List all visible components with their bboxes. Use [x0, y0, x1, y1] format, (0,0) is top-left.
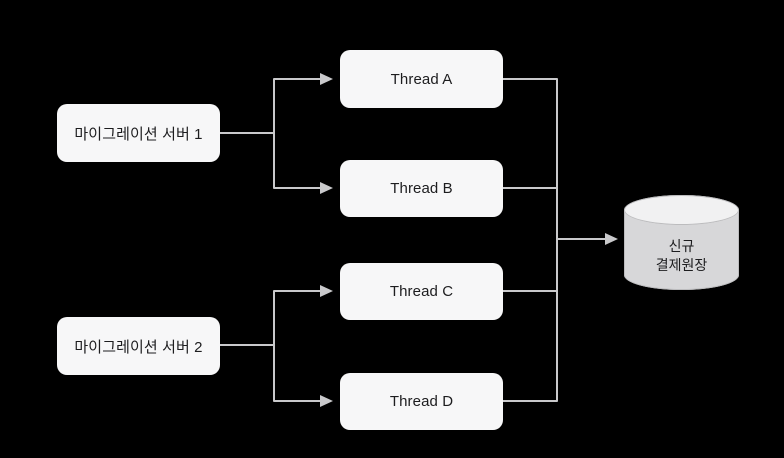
node-migration-server-2-label: 마이그레이션 서버 2	[74, 338, 203, 356]
arrowhead-threadC	[320, 285, 333, 297]
node-new-payment-ledger-label: 신규 결제원장	[655, 238, 708, 273]
arrowhead-threadB	[320, 182, 333, 194]
node-thread-c-label: Thread C	[389, 283, 454, 300]
arrowhead-threadA	[320, 73, 333, 85]
edge-server1-fork	[220, 78, 321, 189]
arrowhead-database	[605, 233, 618, 245]
node-thread-a-label: Thread A	[390, 70, 453, 88]
node-thread-b-label: Thread B	[390, 180, 453, 197]
node-new-payment-ledger-database: 신규 결제원장	[624, 195, 739, 290]
database-cylinder-top	[624, 195, 739, 225]
edge-threads-bus	[503, 78, 606, 402]
edge-server2-fork	[220, 290, 321, 402]
node-thread-a: Thread A	[340, 50, 503, 108]
arrowhead-threadD	[320, 395, 333, 407]
node-migration-server-1: 마이그레이션 서버 1	[57, 104, 220, 162]
node-thread-d-label: Thread D	[389, 393, 454, 410]
node-thread-b: Thread B	[340, 160, 503, 217]
node-thread-d: Thread D	[340, 373, 503, 430]
node-migration-server-1-label: 마이그레이션 서버 1	[74, 125, 203, 143]
node-migration-server-2: 마이그레이션 서버 2	[57, 317, 220, 375]
node-thread-c: Thread C	[340, 263, 503, 320]
